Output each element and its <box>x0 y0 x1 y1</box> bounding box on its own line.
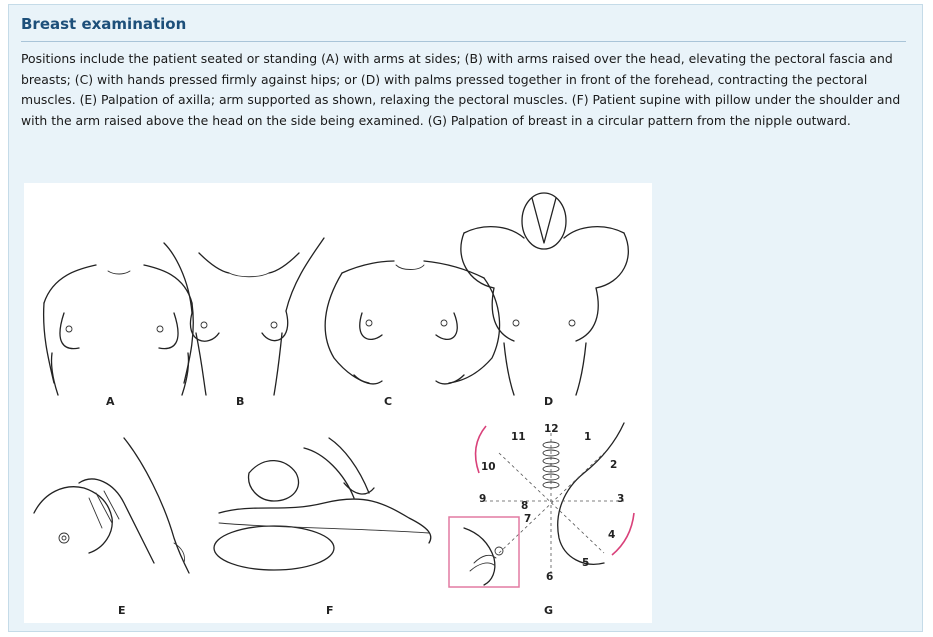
figure-caption: Positions include the patient seated or … <box>21 49 909 131</box>
title-divider <box>21 41 906 42</box>
info-panel: Breast examination Positions include the… <box>8 4 923 632</box>
panel-label-c: C <box>384 395 392 408</box>
clock-number-8: 8 <box>521 500 528 512</box>
clock-number-1: 1 <box>584 431 591 443</box>
clock-number-6: 6 <box>546 571 553 583</box>
panel-label-f: F <box>326 604 334 617</box>
figure-f-drawing <box>214 438 431 570</box>
panel-label-a: A <box>106 395 115 408</box>
clock-number-4: 4 <box>608 529 615 541</box>
panel-label-d: D <box>544 395 553 408</box>
figure-g-drawing <box>449 423 634 587</box>
clock-number-12: 12 <box>544 423 559 435</box>
clock-number-10: 10 <box>481 461 496 473</box>
clock-number-5: 5 <box>582 557 589 569</box>
figure-a-drawing <box>44 265 194 395</box>
panel-title: Breast examination <box>21 15 186 33</box>
clock-number-3: 3 <box>617 493 624 505</box>
panel-label-e: E <box>118 604 126 617</box>
panel-label-b: B <box>236 395 244 408</box>
clock-number-9: 9 <box>479 493 486 505</box>
breast-exam-illustration: A B C D E F G 1 2 3 4 5 6 7 8 9 10 11 12 <box>24 183 652 623</box>
figure-e-drawing <box>34 438 189 573</box>
figure-c-drawing <box>325 261 499 384</box>
inset-frame <box>449 517 519 587</box>
clock-number-11: 11 <box>511 431 526 443</box>
clock-number-2: 2 <box>610 459 617 471</box>
illustration-drawing <box>24 183 652 623</box>
clock-number-7: 7 <box>524 513 531 525</box>
panel-label-g: G <box>544 604 553 617</box>
